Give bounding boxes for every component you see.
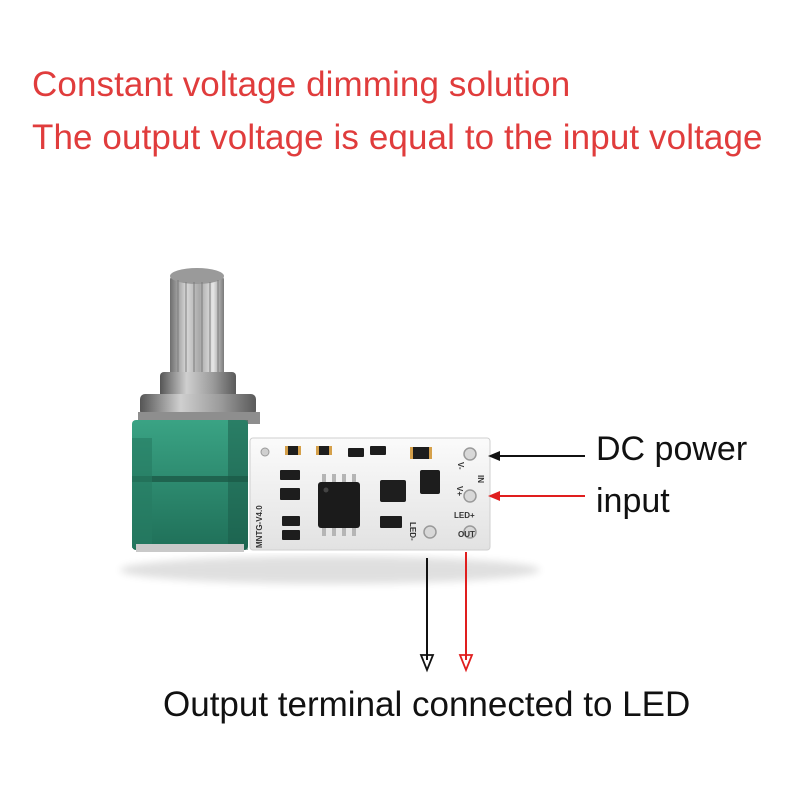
module-shadow xyxy=(120,556,540,584)
potentiometer-body xyxy=(132,420,248,550)
mosfet xyxy=(380,480,406,502)
silk-out: OUT xyxy=(458,530,475,539)
ic-chip xyxy=(318,482,360,528)
headline-line-1: Constant voltage dimming solution xyxy=(32,65,571,104)
pad-v-plus xyxy=(463,489,477,503)
pcb-module: V- IN V+ LED+ OUT LED- MNTG-V4.0 xyxy=(249,437,491,551)
silk-in: IN xyxy=(476,475,485,483)
headline-line-2: The output voltage is equal to the input… xyxy=(32,118,763,157)
dc-power-label: DC power xyxy=(596,430,748,468)
arrow-output-positive xyxy=(458,552,474,673)
potentiometer xyxy=(132,268,260,552)
silk-v-minus: V- xyxy=(456,462,465,470)
pcb-board xyxy=(249,437,491,551)
potentiometer-nut xyxy=(140,394,256,416)
pad-v-minus xyxy=(463,447,477,461)
arrow-dc-power xyxy=(488,451,585,461)
silk-model: MNTG-V4.0 xyxy=(255,505,264,548)
silk-v-plus: V+ xyxy=(455,486,464,496)
silk-led-plus: LED+ xyxy=(454,511,475,520)
pad-led-plus xyxy=(463,525,477,539)
pad-led-minus xyxy=(423,525,437,539)
arrow-output-negative xyxy=(419,558,435,673)
input-label: input xyxy=(596,482,670,520)
silk-led-minus: LED- xyxy=(408,522,417,541)
output-terminal-label: Output terminal connected to LED xyxy=(163,685,691,724)
arrow-input xyxy=(488,491,585,501)
